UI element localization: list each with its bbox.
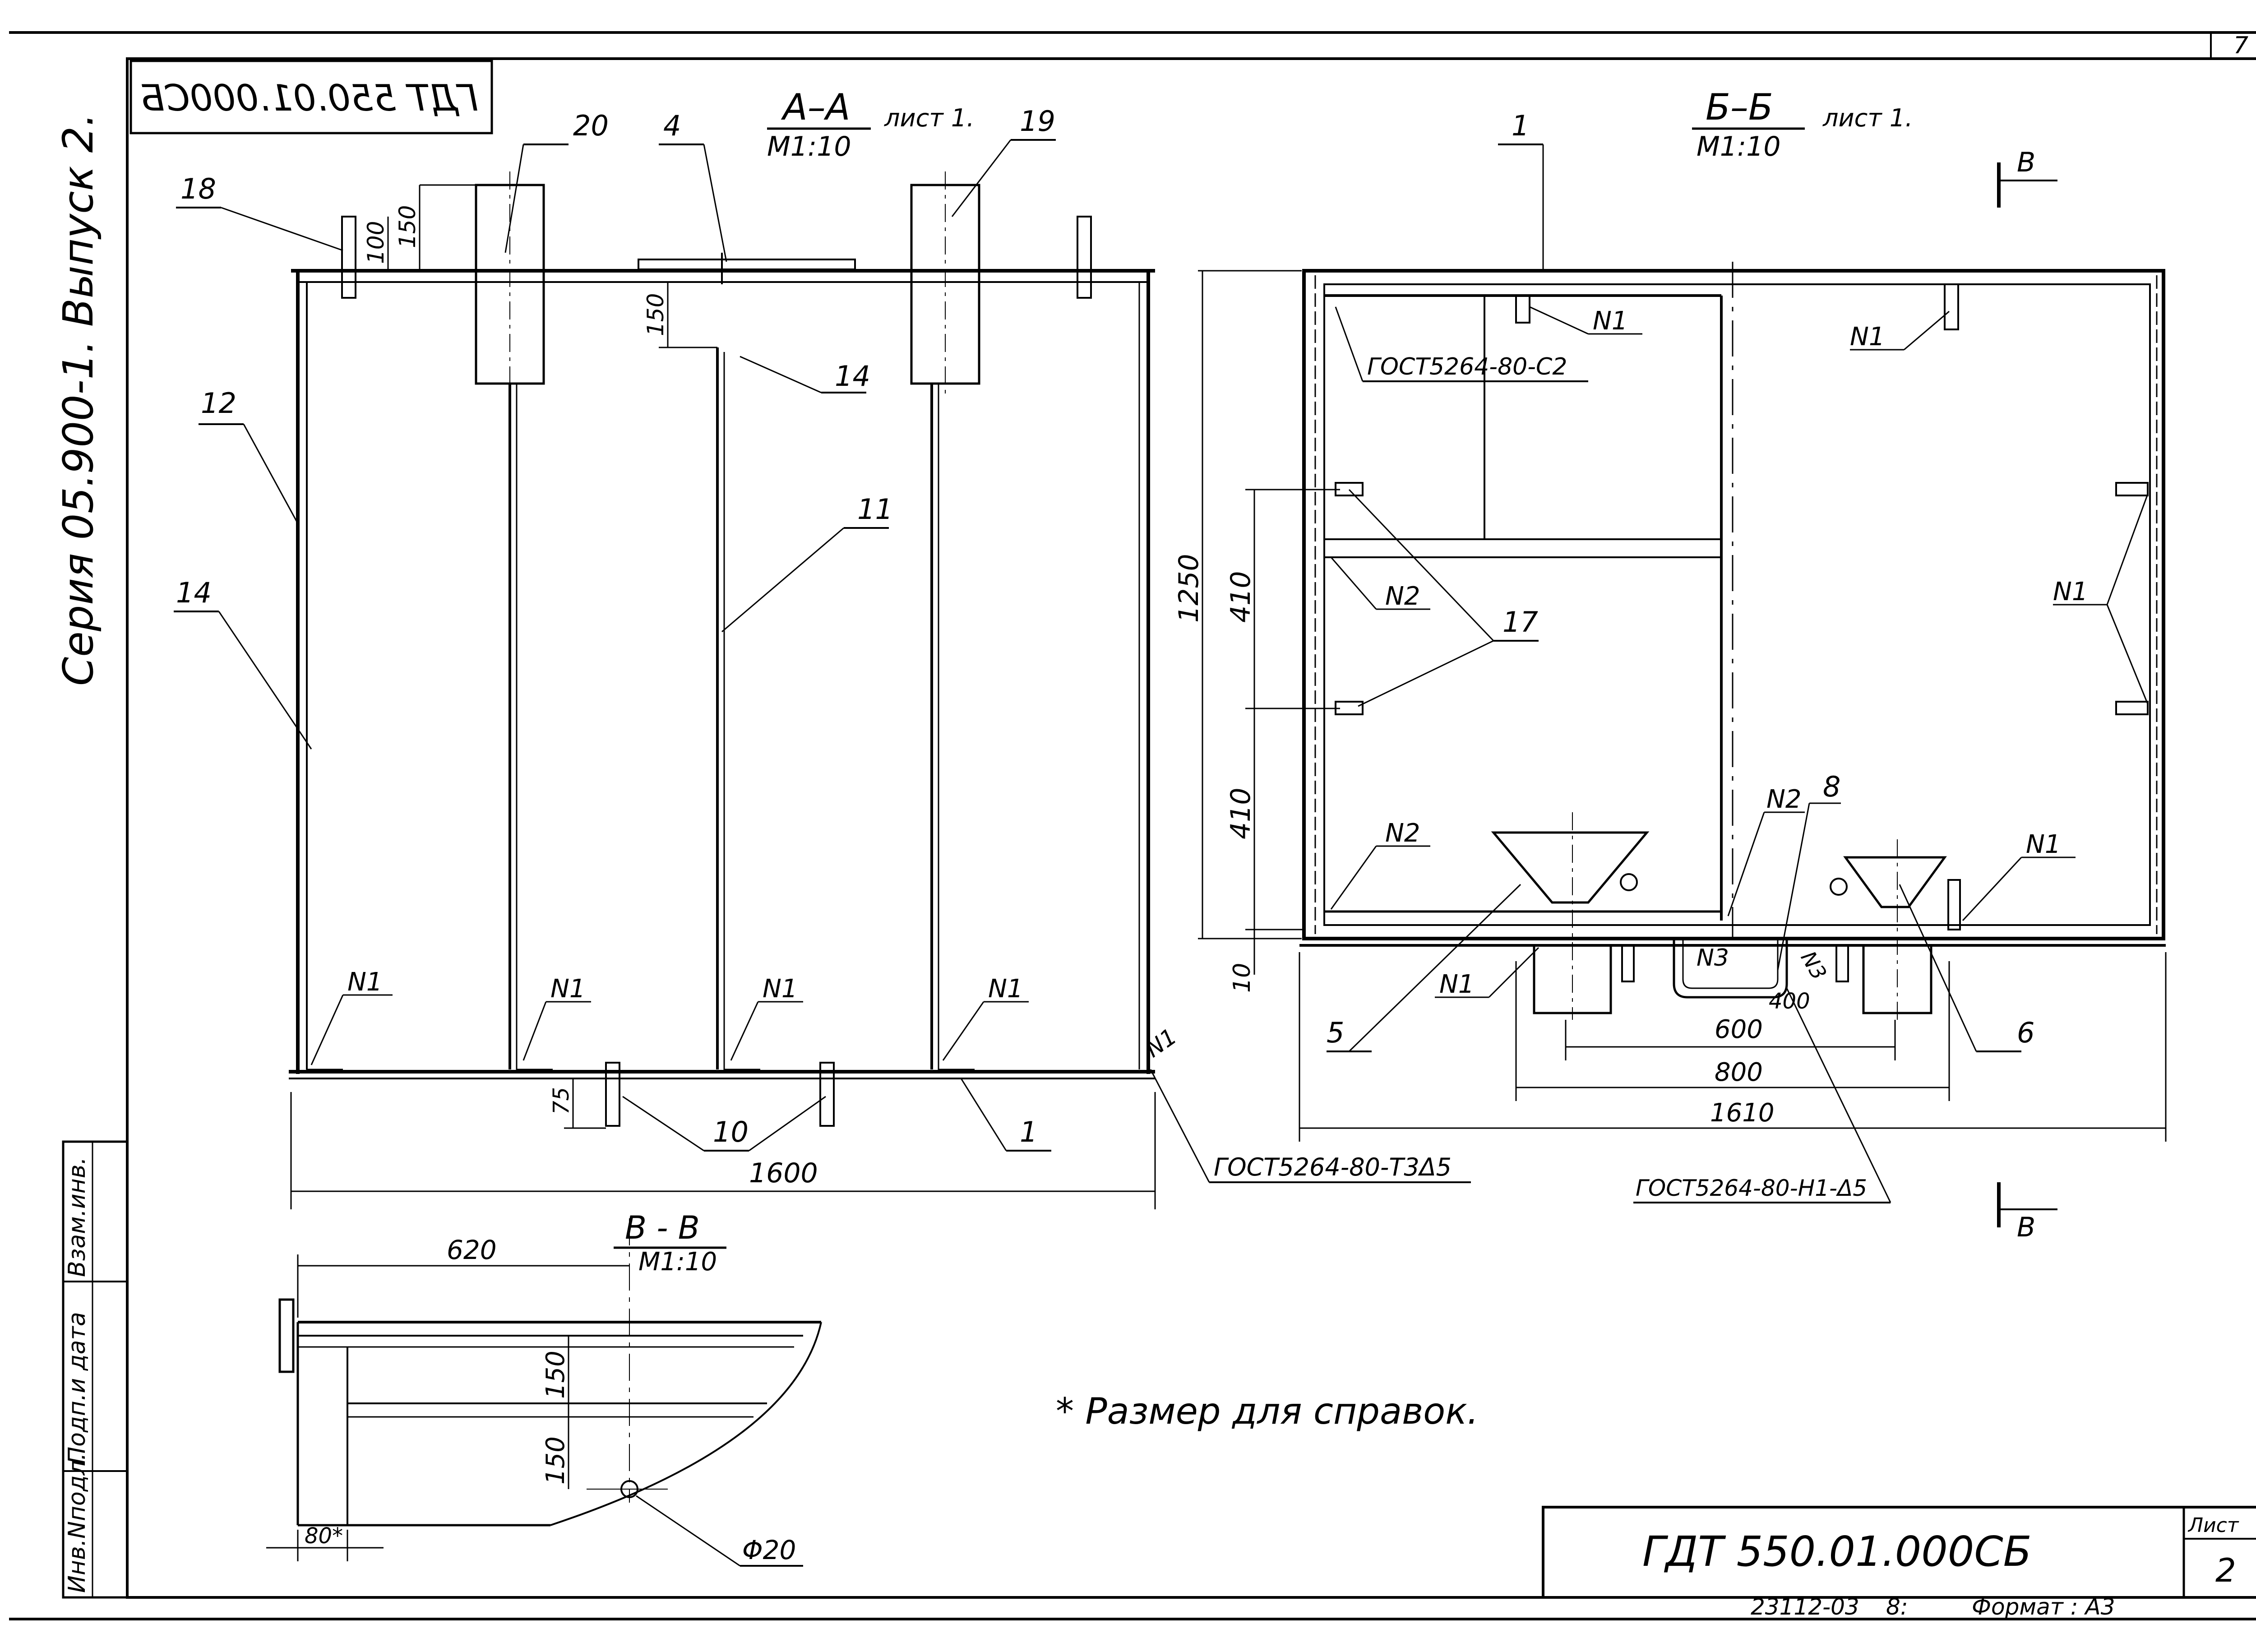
side-table xyxy=(62,1140,129,1599)
bb-weld-n1-top-left: N1 xyxy=(1593,306,1628,336)
aa-callout-12: 12 xyxy=(201,387,236,420)
bb-callout-8: 8 xyxy=(1823,770,1840,803)
bb-weld-n1-bottom-left: N1 xyxy=(1439,970,1475,999)
aa-dim-100: 100 xyxy=(363,221,389,264)
designation: ГДТ 550.01.000СБ xyxy=(1642,1527,2032,1576)
aa-dim-width: 1600 xyxy=(749,1157,818,1189)
side-table-cell2: Подп.и дата xyxy=(64,1312,91,1464)
section-aa: А–А М1:10 лист 1. xyxy=(174,86,1471,1209)
bb-weld-standard-h1: ГОСТ5264-80-Н1-Δ5 xyxy=(1636,1175,1867,1201)
aa-dim-150-rib: 150 xyxy=(643,293,669,336)
aa-callout-4: 4 xyxy=(663,109,681,142)
format-label: Формат : А3 xyxy=(1972,1594,2115,1620)
bb-dim-410-bottom: 410 xyxy=(1225,787,1257,839)
aa-callout-1: 1 xyxy=(1020,1115,1037,1148)
section-aa-title: А–А xyxy=(781,86,850,128)
bb-callout-6: 6 xyxy=(2017,1016,2034,1049)
mirrored-stamp-text: ГДТ 550.01.000СБ xyxy=(140,77,478,119)
bb-dim-800: 800 xyxy=(1715,1058,1763,1087)
bb-callout-1: 1 xyxy=(1512,109,1529,142)
series-text: Серия 05.900-1. Выпуск 2. xyxy=(54,113,102,686)
aa-callout-10: 10 xyxy=(713,1115,749,1148)
section-vv-title: В - В xyxy=(625,1209,700,1246)
aa-callout-20: 20 xyxy=(573,109,609,142)
aa-callout-11: 11 xyxy=(857,493,893,526)
section-vv: В - В М1:10 620 150 150 80 xyxy=(266,1209,822,1567)
bb-callout-17: 17 xyxy=(1502,606,1538,639)
order-extra: 8: xyxy=(1886,1594,1908,1620)
vv-dim-620: 620 xyxy=(447,1235,497,1265)
aa-callout-14b: 14 xyxy=(835,360,870,393)
bb-weld-n2-mid: N2 xyxy=(1385,582,1420,611)
vv-dim-150-b: 150 xyxy=(541,1436,570,1485)
sheet-label: Лист xyxy=(2187,1514,2239,1537)
bb-weld-standard-c2: ГОСТ5264-80-С2 xyxy=(1367,353,1567,380)
aa-callout-19: 19 xyxy=(1020,105,1055,138)
order-code: 23112-03 xyxy=(1751,1594,1859,1620)
aa-weld-n1-4: N1 xyxy=(988,974,1023,1004)
bb-weld-n1-top-right: N1 xyxy=(1850,322,1885,352)
aa-weld-n1-3: N1 xyxy=(763,974,798,1004)
bb-cut-bottom: В xyxy=(2017,1212,2035,1243)
bb-weld-n3: N3 xyxy=(1697,944,1729,972)
section-bb-scale: М1:10 xyxy=(1697,131,1781,162)
bb-weld-n1-bottom-right: N1 xyxy=(2026,830,2061,859)
sheet-number: 2 xyxy=(2215,1551,2236,1589)
side-table-cell3: Инв.Nподл. xyxy=(64,1453,91,1593)
bb-weld-n3-rot: N3 xyxy=(1796,947,1831,984)
bb-weld-n2-center: N2 xyxy=(1766,785,1802,814)
bb-dim-1250: 1250 xyxy=(1173,554,1205,623)
section-bb: Б–Б М1:10 лист 1. В В xyxy=(1173,86,2167,1243)
bb-dim-10: 10 xyxy=(1229,963,1256,993)
vv-diameter: Φ20 xyxy=(742,1535,796,1565)
aa-weld-standard: ГОСТ5264-80-Т3Δ5 xyxy=(1214,1153,1452,1181)
section-aa-scale: М1:10 xyxy=(767,131,851,162)
aa-dim-75: 75 xyxy=(549,1087,574,1115)
side-table-cell1: Взам.инв. xyxy=(64,1157,91,1277)
bb-weld-n2-bottom: N2 xyxy=(1385,819,1420,848)
section-bb-sheetref: лист 1. xyxy=(1822,104,1913,132)
aa-weld-n1-2: N1 xyxy=(550,974,586,1004)
section-vv-scale: М1:10 xyxy=(638,1247,717,1277)
aa-weld-n1-1: N1 xyxy=(347,967,383,997)
aa-dim-150-top: 150 xyxy=(394,205,421,248)
title-block xyxy=(1542,1506,2256,1599)
section-aa-sheetref: лист 1. xyxy=(884,104,974,132)
vv-dim-150-a: 150 xyxy=(541,1351,570,1399)
bb-dim-600: 600 xyxy=(1715,1015,1763,1044)
bb-dim-1610: 1610 xyxy=(1710,1098,1775,1128)
bb-callout-5: 5 xyxy=(1327,1016,1344,1049)
bb-weld-n1-right: N1 xyxy=(2053,577,2088,606)
section-bb-title: Б–Б xyxy=(1706,86,1773,128)
bb-cut-top: В xyxy=(2017,147,2035,178)
vv-dim-80: 80* xyxy=(305,1523,343,1549)
mirrored-stamp: ГДТ 550.01.000СБ xyxy=(129,60,493,134)
note-text: * Размер для справок. xyxy=(1056,1390,1479,1432)
sheet-frame xyxy=(9,31,2256,1620)
aa-callout-18: 18 xyxy=(180,172,216,205)
bb-dim-410-top: 410 xyxy=(1225,571,1257,623)
aa-callout-14a: 14 xyxy=(176,576,212,609)
sheet-corner-number: 7 xyxy=(2233,32,2248,59)
